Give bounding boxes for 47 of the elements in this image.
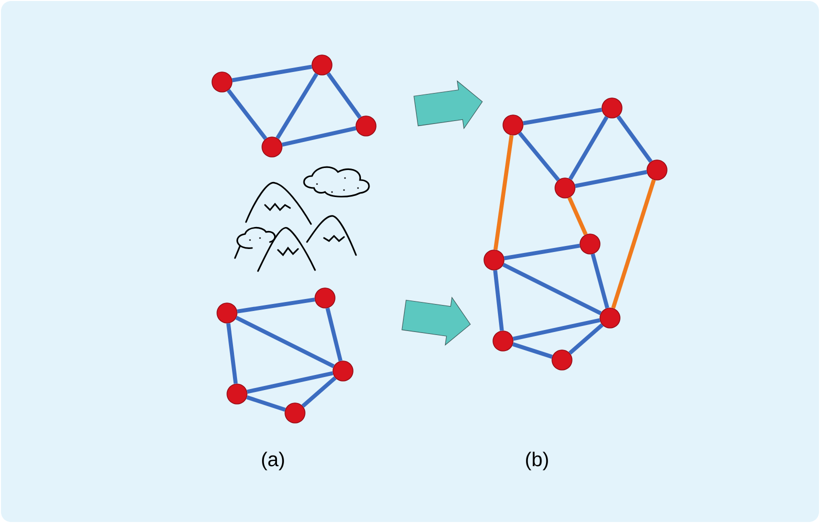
graph-edge bbox=[236, 298, 316, 314]
graph-vertex bbox=[492, 330, 514, 352]
graph-edge bbox=[567, 196, 588, 236]
graph-vertex bbox=[356, 116, 376, 136]
graph-vertex bbox=[554, 178, 576, 198]
graph-vertex bbox=[312, 54, 332, 76]
graph-vertex bbox=[314, 288, 336, 308]
graph-vertex bbox=[216, 302, 238, 324]
graph-edge bbox=[518, 132, 560, 182]
panel-label: (a) bbox=[262, 452, 284, 470]
graph-edge bbox=[246, 395, 286, 412]
graph-edge bbox=[232, 64, 312, 82]
graph-edge bbox=[246, 371, 334, 394]
graph-vertex bbox=[580, 234, 600, 254]
graph-edge bbox=[512, 318, 600, 341]
graph-edge bbox=[282, 126, 356, 147]
graph-vertex bbox=[602, 98, 622, 118]
graph-vertex bbox=[262, 136, 282, 158]
graph-edge bbox=[522, 108, 602, 126]
panel-label: (b) bbox=[526, 452, 548, 470]
graph-edge bbox=[502, 262, 602, 316]
graph-vertex bbox=[646, 160, 668, 180]
graph-edge bbox=[235, 316, 335, 368]
graph-edge bbox=[226, 89, 268, 140]
graph-edge bbox=[590, 254, 610, 308]
graph-edge bbox=[226, 323, 238, 384]
graph-vertex bbox=[484, 250, 504, 270]
graph-edge bbox=[504, 244, 580, 260]
graph-vertex bbox=[284, 402, 306, 424]
graph-vertex bbox=[600, 308, 620, 328]
graph-vertex bbox=[502, 114, 524, 136]
graph-edge bbox=[512, 342, 553, 359]
graph-vertex bbox=[332, 360, 354, 382]
graph-vertex bbox=[212, 72, 232, 92]
graph-edge bbox=[574, 170, 648, 188]
graph-edge bbox=[493, 135, 514, 250]
graph-edge bbox=[493, 270, 504, 331]
graph-edge bbox=[326, 308, 342, 362]
graph-edge bbox=[326, 72, 362, 119]
graph-edge bbox=[568, 116, 608, 180]
graph-edge bbox=[616, 115, 653, 163]
graph-edge bbox=[302, 376, 336, 408]
graph-edge bbox=[568, 323, 604, 355]
graph-vertex bbox=[552, 350, 572, 370]
graph-edge bbox=[611, 179, 656, 309]
graph-vertex bbox=[226, 384, 248, 404]
graph-edge bbox=[276, 72, 318, 140]
